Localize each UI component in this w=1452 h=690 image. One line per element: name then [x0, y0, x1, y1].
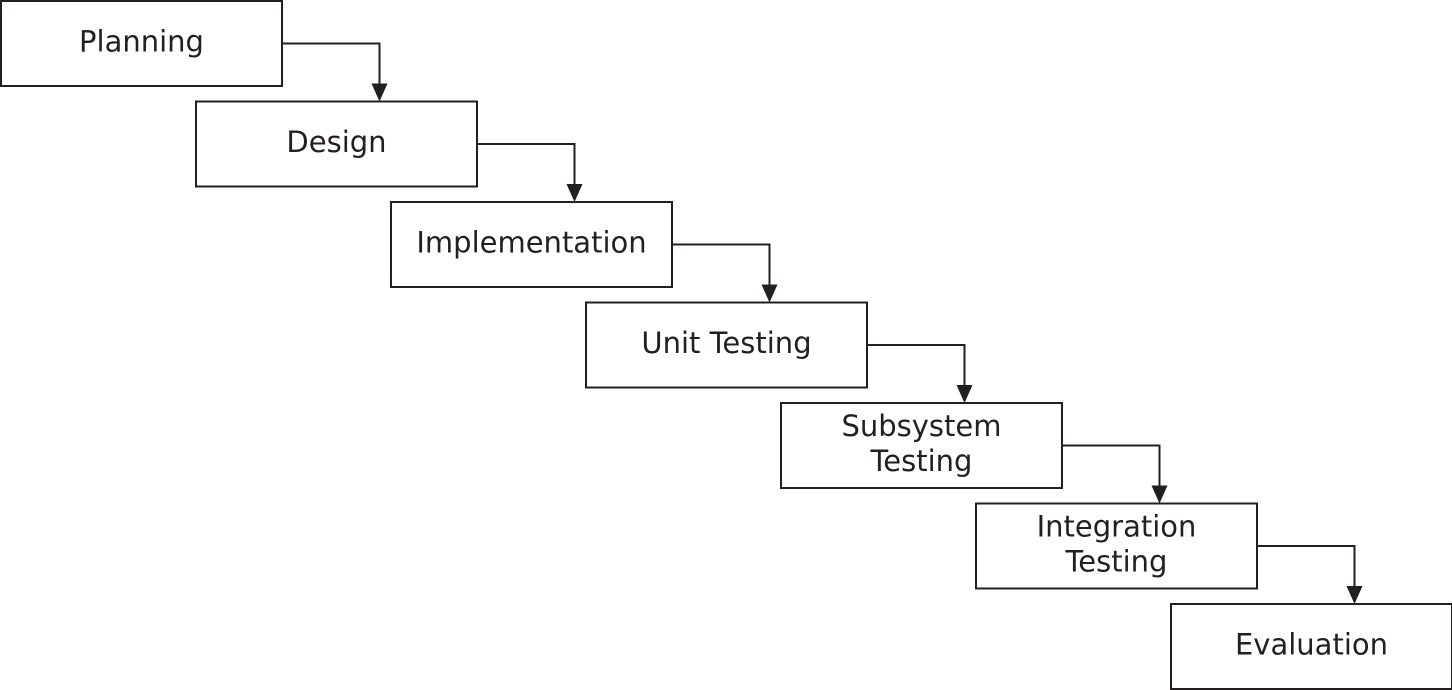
arrowhead-icon: [956, 385, 973, 403]
stage-label-subsystem-testing-line-2: Testing: [870, 444, 973, 478]
arrowhead-icon: [761, 284, 778, 303]
connector-integration-testing-to-evaluation: [1257, 545, 1363, 604]
stage-label-design: Design: [286, 125, 386, 159]
connectors: [282, 42, 1363, 604]
stage-design: Design: [195, 100, 478, 188]
connector-line: [1257, 545, 1356, 590]
stage-unit-testing: Unit Testing: [585, 301, 868, 389]
arrowhead-icon: [1346, 586, 1363, 604]
stage-planning: Planning: [0, 0, 283, 87]
connector-planning-to-design: [282, 42, 388, 102]
stage-implementation: Implementation: [390, 201, 673, 288]
stage-evaluation: Evaluation: [1170, 603, 1452, 690]
stage-label-planning: Planning: [79, 25, 204, 59]
stage-label-unit-testing: Unit Testing: [641, 326, 811, 360]
stage-box-implementation: [390, 201, 673, 288]
arrowhead-icon: [566, 184, 583, 202]
stage-box-integration-testing: [975, 502, 1258, 590]
stage-label-subsystem-testing-line-1: Subsystem: [841, 409, 1001, 443]
stage-box-design: [195, 100, 478, 188]
stage-label-integration-testing-line-1: Integration: [1037, 510, 1197, 544]
stage-label-integration-testing-line-2: Testing: [1065, 545, 1168, 579]
connector-line: [282, 42, 381, 88]
stage-label-implementation: Implementation: [416, 226, 646, 260]
stage-box-unit-testing: [585, 301, 868, 389]
arrowhead-icon: [371, 83, 388, 102]
connector-line: [1062, 444, 1161, 490]
stage-box-subsystem-testing: [780, 402, 1063, 489]
connector-subsystem-testing-to-integration-testing: [1062, 444, 1168, 504]
stage-label-evaluation: Evaluation: [1235, 628, 1388, 662]
stage-box-evaluation: [1170, 603, 1452, 690]
connector-implementation-to-unit-testing: [672, 243, 778, 303]
connector-unit-testing-to-subsystem-testing: [867, 344, 973, 403]
connector-line: [672, 243, 771, 289]
connector-line: [477, 143, 576, 188]
stage-box-planning: [0, 0, 283, 87]
arrowhead-icon: [1151, 485, 1168, 504]
connector-line: [867, 344, 966, 389]
connector-design-to-implementation: [477, 143, 583, 202]
